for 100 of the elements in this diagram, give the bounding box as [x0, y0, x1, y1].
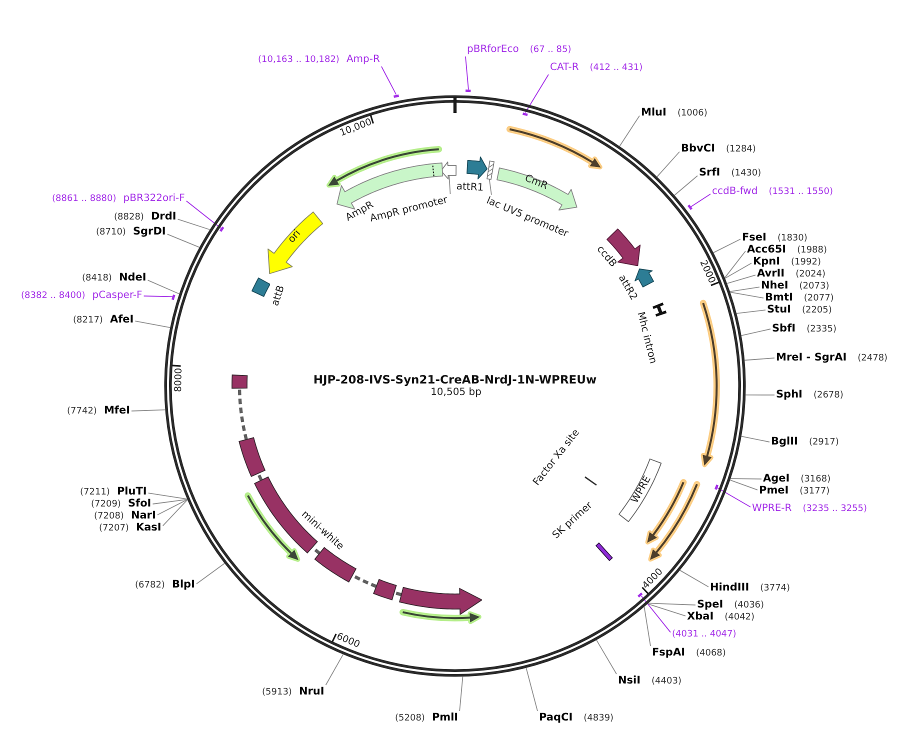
leader-line — [690, 194, 711, 208]
site-position: (8418) — [82, 274, 112, 284]
primer-name: pBR322ori-F — [123, 194, 185, 204]
site-position: (3774) — [760, 584, 790, 594]
leader-line — [596, 640, 617, 674]
enzyme-name: NheI — [761, 280, 788, 291]
enzyme-name: BglII — [771, 436, 798, 447]
leader-line — [488, 179, 492, 196]
leader-line — [730, 286, 760, 292]
leader-line — [644, 606, 651, 646]
leader-line — [131, 409, 166, 412]
leader-line — [745, 394, 775, 396]
leader-line — [724, 262, 752, 279]
enzyme-name: XbaI — [687, 612, 714, 622]
site-position: (1006) — [677, 110, 708, 118]
site-position: (3168) — [800, 476, 831, 484]
primer-position: (1531 .. 1550) — [768, 188, 833, 197]
leader-line — [147, 280, 180, 294]
feature-label: attR1 — [456, 182, 484, 194]
site-position: (2478) — [858, 354, 888, 364]
site-position: (7207) — [99, 524, 129, 534]
site-position: (4403) — [652, 678, 682, 686]
leader-line — [381, 66, 397, 96]
leader-line — [730, 292, 764, 298]
leader-line — [716, 487, 751, 508]
primer-position: (8861 .. 8880) — [52, 195, 116, 204]
primer-position: (4031 .. 4047) — [672, 630, 736, 640]
leader-line — [134, 320, 171, 328]
leader-line — [647, 603, 686, 616]
leader-line — [325, 654, 344, 686]
enzyme-name: HindIII — [710, 582, 750, 593]
enzyme-name: NarI — [130, 510, 156, 521]
enzyme-name: AfeI — [110, 314, 134, 325]
enzyme-name: StuI — [767, 304, 791, 315]
primer-mark-icon — [522, 112, 528, 116]
site-position: (7208) — [94, 512, 124, 522]
enzyme-name: PluTI — [116, 486, 147, 497]
leader-line — [465, 56, 469, 90]
site-position: (7742) — [67, 408, 97, 416]
enzyme-name: MluI — [641, 108, 666, 118]
site-position: (1830) — [777, 234, 808, 244]
leader-line — [730, 480, 758, 490]
leader-line — [148, 492, 188, 500]
site-position: (4839) — [584, 714, 614, 724]
site-position: (1988) — [797, 246, 828, 256]
leader-line — [619, 115, 640, 147]
primer-mark-icon — [637, 592, 644, 598]
enzyme-name: AvrII — [757, 268, 785, 279]
scale-label: 2000 — [697, 258, 716, 285]
site-position: (4042) — [724, 614, 755, 622]
scale-label: 6000 — [335, 632, 362, 650]
enzyme-name: KasI — [136, 522, 162, 533]
site-position: (8828) — [114, 214, 144, 222]
hatched-box-icon — [486, 160, 496, 180]
enzyme-name: SfoI — [128, 498, 152, 509]
enzyme-name: BlpI — [172, 580, 195, 590]
enzyme-name: MreI - SgrAI — [776, 352, 847, 363]
leader-line — [162, 499, 188, 526]
site-position: (1992) — [791, 258, 821, 268]
enzyme-name: SgrDI — [132, 226, 166, 237]
scale-label: 8000 — [174, 368, 184, 392]
leader-line — [156, 499, 188, 516]
leader-line — [674, 175, 698, 196]
primer-position: (10,163 .. 10,182) — [258, 56, 340, 65]
plasmid-title: HJP-208-IVS-Syn21-CreAB-NrdJ-1N-WPREUw — [313, 374, 597, 386]
leader-line — [152, 499, 188, 504]
primer-mark-icon — [714, 484, 719, 490]
site-position: (2077) — [804, 294, 834, 304]
leader-line — [526, 668, 538, 712]
site-position: (2073) — [799, 282, 830, 292]
primer-name: WPRE-R — [752, 504, 792, 514]
plasmid-size-label: 10,505 bp — [430, 388, 482, 398]
leader-line — [656, 151, 680, 178]
site-position: (8217) — [73, 316, 103, 326]
feature-block — [440, 160, 458, 180]
site-position: (4036) — [734, 602, 764, 610]
leader-line — [744, 358, 775, 361]
leader-line — [712, 238, 741, 254]
site-position: (7211) — [80, 488, 110, 498]
primer-position: (8382 .. 8400) — [21, 292, 86, 301]
site-position: (5208) — [395, 714, 425, 724]
enzyme-name: SphI — [776, 390, 802, 400]
site-position: (5913) — [262, 688, 292, 698]
enzyme-name: PmeI — [759, 486, 789, 496]
enzyme-name: KpnI — [753, 256, 780, 267]
leader-line — [730, 478, 762, 480]
leader-line — [196, 562, 226, 584]
leader-line — [648, 602, 696, 606]
enzyme-name: BbvCI — [681, 144, 715, 154]
primer-name: pBRforEco — [467, 45, 519, 55]
feature-label: attB — [271, 284, 287, 308]
enzyme-name: AgeI — [763, 474, 790, 484]
primer-name: pCasper-F — [92, 291, 142, 301]
leader-line — [640, 596, 671, 633]
site-position: (2024) — [796, 270, 826, 280]
site-position: (3177) — [800, 488, 830, 496]
primer-mark-icon — [219, 226, 225, 232]
site-position: (2917) — [808, 438, 839, 448]
site-position: (2678) — [813, 392, 844, 400]
enzyme-name: PmlI — [432, 712, 458, 723]
